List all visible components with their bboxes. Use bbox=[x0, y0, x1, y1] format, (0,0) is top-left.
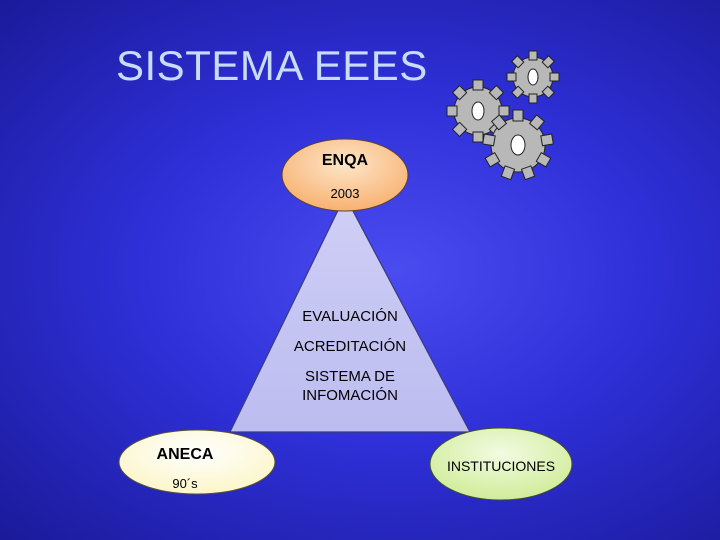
evaluacion-text: EVALUACIÓN bbox=[302, 308, 398, 325]
center-triangle bbox=[229, 194, 471, 433]
enqa-node bbox=[281, 138, 409, 212]
instituciones-node bbox=[429, 427, 573, 501]
gears-icon bbox=[446, 50, 560, 181]
acreditacion-text: ACREDITACIÓN bbox=[293, 338, 407, 355]
enqa-label: ENQA bbox=[321, 152, 369, 169]
instituciones-label: INSTITUCIONES bbox=[446, 458, 556, 474]
aneca-label: ANECA bbox=[156, 446, 214, 463]
enqa-year: 2003 bbox=[330, 186, 360, 201]
aneca-node bbox=[118, 429, 276, 495]
slide-title: SISTEMA EEES bbox=[116, 42, 428, 89]
sistema-informacion-text: SISTEMA DE INFOMACIÓN bbox=[302, 368, 398, 404]
aneca-year: 90´s bbox=[172, 476, 198, 491]
